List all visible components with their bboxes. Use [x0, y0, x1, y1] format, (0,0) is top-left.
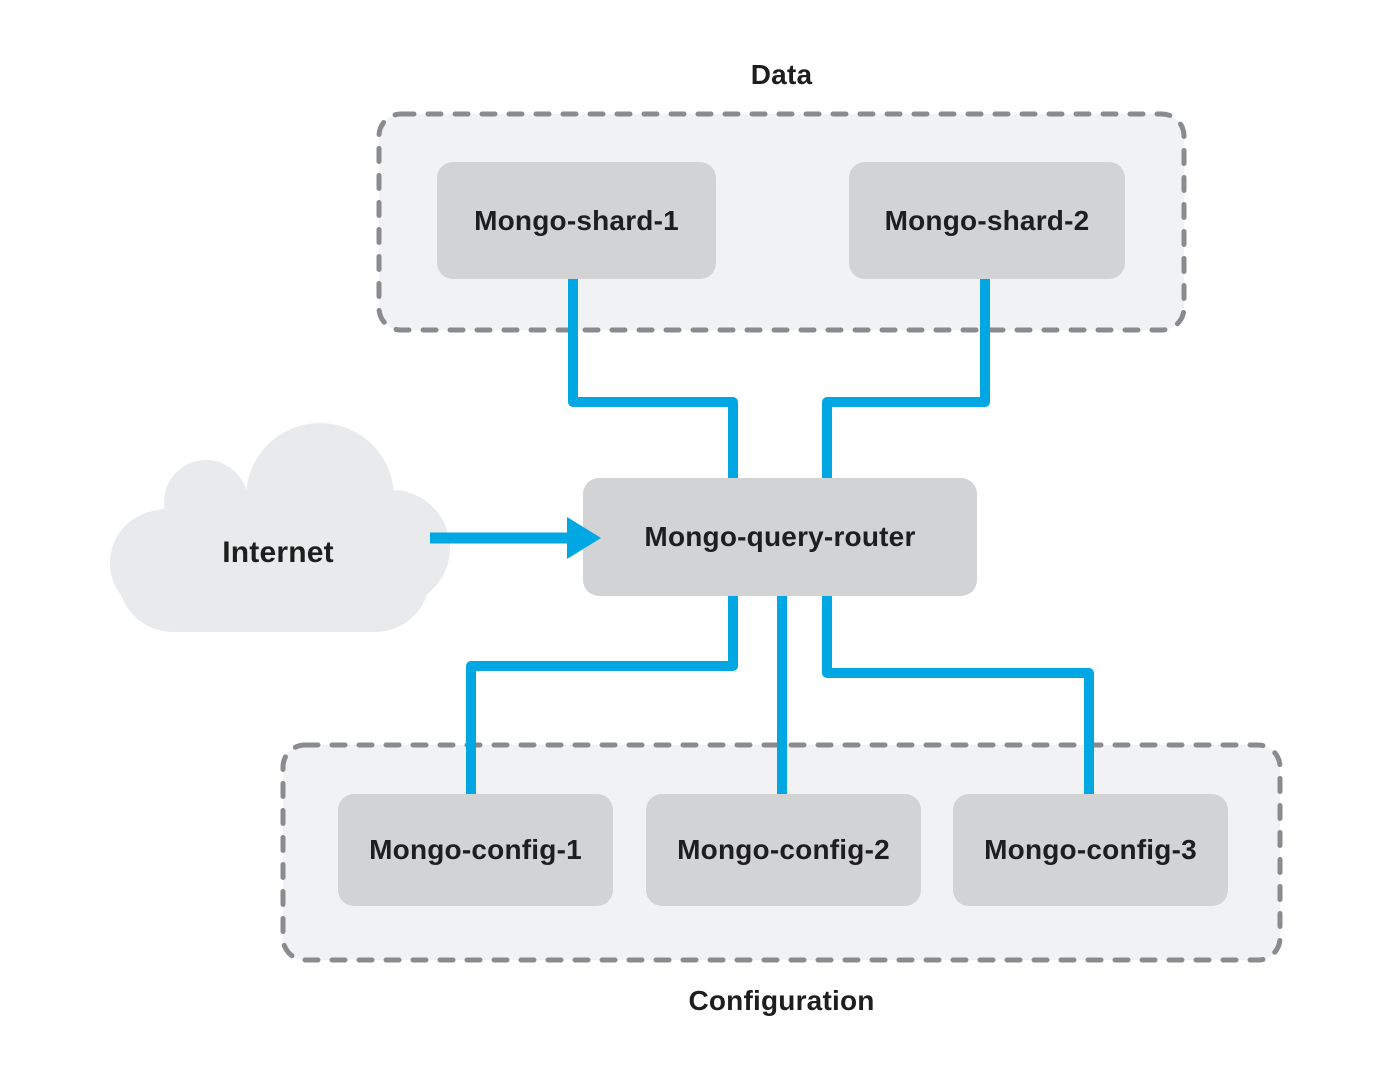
node-mongo-config-1-label: Mongo-config-1	[369, 834, 582, 865]
configuration-group-label: Configuration	[688, 985, 875, 1016]
node-mongo-shard-1-label: Mongo-shard-1	[474, 204, 679, 236]
connector-router-to-config3	[822, 596, 1094, 794]
node-mongo-shard-2-label: Mongo-shard-2	[884, 204, 1090, 236]
cloud-body	[118, 508, 430, 632]
internet-to-router-arrow	[430, 517, 601, 559]
node-mongo-config-3-label: Mongo-config-3	[984, 834, 1197, 865]
node-mongo-config-1-box	[338, 794, 613, 906]
connector-shard2-to-router	[822, 279, 990, 478]
connector-shard1-to-router	[568, 279, 738, 478]
node-mongo-query-router-box	[583, 478, 977, 596]
node-mongo-query-router-label: Mongo-query-router	[644, 521, 916, 552]
internet-label: Internet	[222, 536, 334, 569]
data-group-label: Data	[750, 59, 813, 90]
node-mongo-shard-2-box	[849, 162, 1125, 279]
node-mongo-config-3-box	[953, 794, 1228, 906]
internet-cloud-icon	[110, 423, 450, 632]
connector-router-to-config1	[466, 596, 738, 794]
node-mongo-config-2-box	[646, 794, 921, 906]
node-mongo-shard-1-box	[437, 162, 716, 279]
arrow-head-icon	[567, 517, 601, 559]
node-mongo-config-2-label: Mongo-config-2	[677, 834, 890, 865]
